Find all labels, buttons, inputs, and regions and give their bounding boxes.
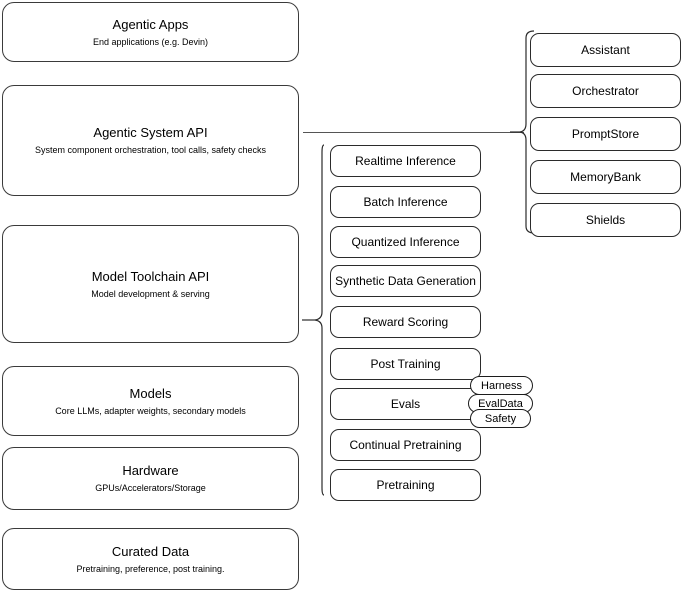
item-label: Post Training <box>370 357 441 371</box>
evals-pill-safety[interactable]: Safety <box>470 409 531 428</box>
item-label: MemoryBank <box>570 170 641 184</box>
layer-agentic-apps[interactable]: Agentic Apps End applications (e.g. Devi… <box>2 2 299 62</box>
layer-title: Agentic Apps <box>112 16 189 32</box>
system-api-connector-line <box>303 132 524 133</box>
toolchain-item-post-training[interactable]: Post Training <box>330 348 481 380</box>
layer-models[interactable]: Models Core LLMs, adapter weights, secon… <box>2 366 299 436</box>
evals-pill-harness[interactable]: Harness <box>470 376 533 395</box>
layer-subtitle: Model development & serving <box>91 288 210 299</box>
layer-model-toolchain-api[interactable]: Model Toolchain API Model development & … <box>2 225 299 343</box>
layer-agentic-system-api[interactable]: Agentic System API System component orch… <box>2 85 299 196</box>
system-item-assistant[interactable]: Assistant <box>530 33 681 67</box>
system-components-brace <box>510 30 535 234</box>
item-label: Synthetic Data Generation <box>335 274 476 288</box>
pill-label: EvalData <box>478 397 523 410</box>
system-item-orchestrator[interactable]: Orchestrator <box>530 74 681 108</box>
toolchain-item-pretraining[interactable]: Pretraining <box>330 469 481 501</box>
layer-subtitle: End applications (e.g. Devin) <box>92 36 209 47</box>
layer-title: Models <box>129 385 172 401</box>
layer-subtitle: Core LLMs, adapter weights, secondary mo… <box>55 405 246 416</box>
layer-subtitle: GPUs/Accelerators/Storage <box>95 483 206 493</box>
toolchain-item-reward-scoring[interactable]: Reward Scoring <box>330 306 481 338</box>
toolchain-brace <box>302 144 325 496</box>
item-label: Continual Pretraining <box>349 438 462 452</box>
layer-title: Hardware <box>122 463 179 478</box>
layer-subtitle: System component orchestration, tool cal… <box>34 145 267 155</box>
layer-subtitle: Pretraining, preference, post training. <box>76 563 225 574</box>
item-label: Reward Scoring <box>362 315 449 329</box>
toolchain-item-continual-pretraining[interactable]: Continual Pretraining <box>330 429 481 461</box>
toolchain-item-synthetic-data-generation[interactable]: Synthetic Data Generation <box>330 265 481 297</box>
toolchain-item-realtime-inference[interactable]: Realtime Inference <box>330 145 481 177</box>
pill-label: Harness <box>481 379 522 392</box>
system-item-memorybank[interactable]: MemoryBank <box>530 160 681 194</box>
layer-hardware[interactable]: Hardware GPUs/Accelerators/Storage <box>2 447 299 510</box>
item-label: Assistant <box>581 43 630 57</box>
layer-title: Model Toolchain API <box>91 268 210 284</box>
item-label: Evals <box>390 397 421 411</box>
toolchain-item-evals[interactable]: Evals <box>330 388 481 420</box>
item-label: Orchestrator <box>572 84 639 98</box>
toolchain-item-quantized-inference[interactable]: Quantized Inference <box>330 226 481 258</box>
item-label: Quantized Inference <box>351 235 460 249</box>
layer-curated-data[interactable]: Curated Data Pretraining, preference, po… <box>2 528 299 590</box>
item-label: PromptStore <box>571 127 640 141</box>
system-item-promptstore[interactable]: PromptStore <box>530 117 681 151</box>
item-label: Batch Inference <box>363 195 448 209</box>
layer-title: Agentic System API <box>93 125 208 140</box>
layer-title: Curated Data <box>111 543 190 559</box>
toolchain-item-batch-inference[interactable]: Batch Inference <box>330 186 481 218</box>
system-item-shields[interactable]: Shields <box>530 203 681 237</box>
item-label: Pretraining <box>376 478 435 492</box>
pill-label: Safety <box>484 412 517 425</box>
item-label: Realtime Inference <box>355 154 456 168</box>
item-label: Shields <box>585 213 626 227</box>
